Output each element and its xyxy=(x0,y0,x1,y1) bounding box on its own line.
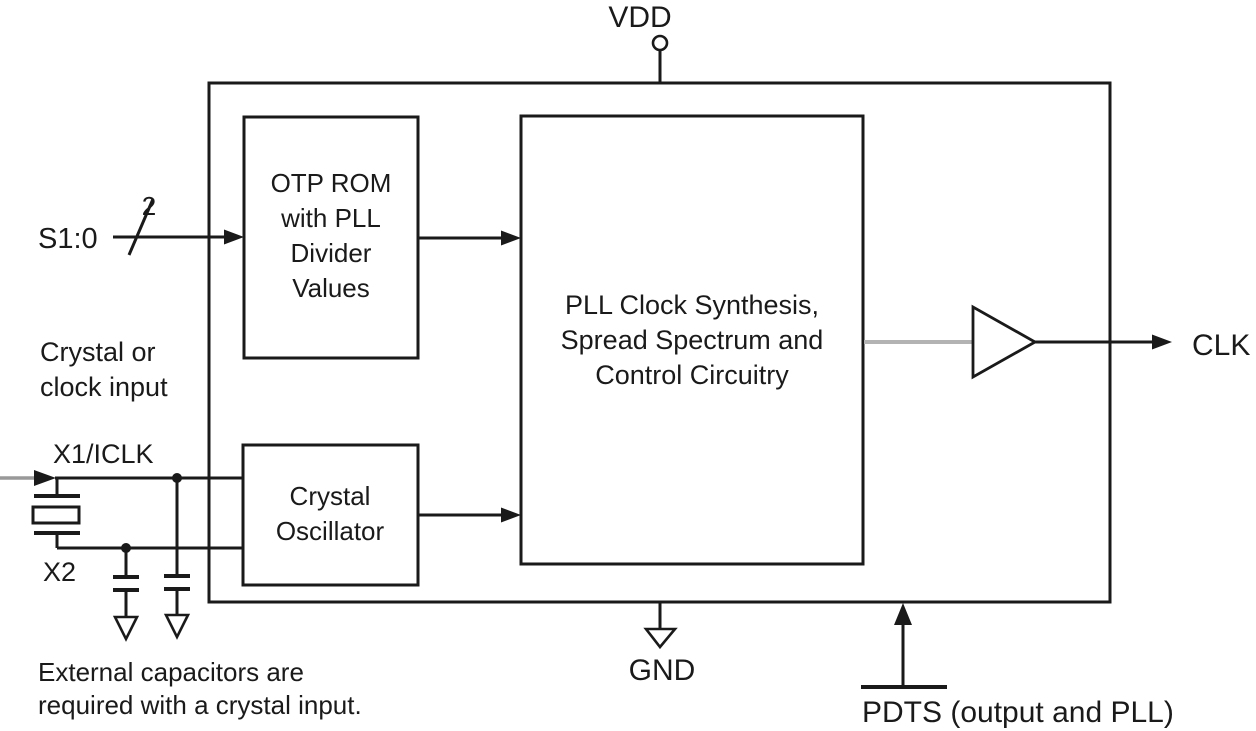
crystal-osc-block: Crystal Oscillator xyxy=(241,443,420,587)
external-caps-note: External capacitors are required with a … xyxy=(38,657,362,720)
otp-rom-line2: with PLL xyxy=(280,203,381,233)
otp-rom-line3: Divider xyxy=(291,238,372,268)
pdts-label: PDTS (output and PLL) xyxy=(862,696,1174,729)
gnd-label: GND xyxy=(629,654,696,687)
otp-rom-block: OTP ROM with PLL Divider Values xyxy=(242,115,420,360)
gnd-pin: GND xyxy=(629,602,696,687)
select-label: S1:0 xyxy=(38,223,98,255)
clk-output: CLK xyxy=(864,304,1250,380)
vdd-pin: VDD xyxy=(608,1,672,84)
otp-to-pll-arrow xyxy=(418,230,521,246)
crystal-body xyxy=(31,505,81,525)
otp-to-pll-arrowhead-icon xyxy=(501,230,521,246)
osc-to-pll-arrow xyxy=(418,507,521,523)
crystal-input-note: Crystal or clock input xyxy=(40,337,168,402)
pll-block: PLL Clock Synthesis, Spread Spectrum and… xyxy=(519,114,865,566)
clk-label: CLK xyxy=(1192,329,1250,362)
capacitor2-icon xyxy=(163,478,191,640)
output-buffer-triangle-icon xyxy=(971,304,1038,380)
cap2-ground-arrow-icon xyxy=(163,613,191,640)
pdts-arrowhead-icon xyxy=(894,603,912,625)
gnd-open-arrow-icon xyxy=(643,627,678,650)
x2-label: X2 xyxy=(43,557,76,587)
vdd-pin-circle-icon xyxy=(651,34,669,52)
vdd-label: VDD xyxy=(608,1,671,34)
pll-box xyxy=(519,114,865,566)
otp-rom-line4: Values xyxy=(292,273,370,303)
select-bus-input: S1:0 2 xyxy=(38,191,244,256)
clk-arrowhead-icon xyxy=(1152,334,1172,350)
external-caps-note-line2: required with a crystal input. xyxy=(38,690,362,720)
pll-line3: Control Circuitry xyxy=(595,360,789,390)
capacitor1-icon xyxy=(112,548,140,642)
pdts-pin: PDTS (output and PLL) xyxy=(861,603,1174,729)
otp-rom-line1: OTP ROM xyxy=(271,168,392,198)
bus-width-label: 2 xyxy=(142,191,156,221)
crystal-osc-box xyxy=(241,443,420,587)
pll-line1: PLL Clock Synthesis, xyxy=(565,290,819,320)
select-arrowhead-icon xyxy=(224,229,244,245)
cap1-ground-arrow-icon xyxy=(112,615,140,642)
crystal-osc-line1: Crystal xyxy=(290,481,371,511)
clock-input-arrowhead-icon xyxy=(34,470,56,486)
crystal-input-note-line2: clock input xyxy=(40,372,168,402)
crystal-network: X1/ICLK X2 xyxy=(0,439,243,642)
crystal-input-note-line1: Crystal or xyxy=(40,337,156,367)
crystal-symbol-icon xyxy=(31,478,81,548)
x1-label: X1/ICLK xyxy=(53,439,154,469)
pll-line2: Spread Spectrum and xyxy=(561,325,824,355)
bus-slash-icon xyxy=(127,198,155,256)
osc-to-pll-arrowhead-icon xyxy=(501,507,521,523)
crystal-osc-line2: Oscillator xyxy=(276,516,385,546)
external-caps-note-line1: External capacitors are xyxy=(38,657,304,687)
